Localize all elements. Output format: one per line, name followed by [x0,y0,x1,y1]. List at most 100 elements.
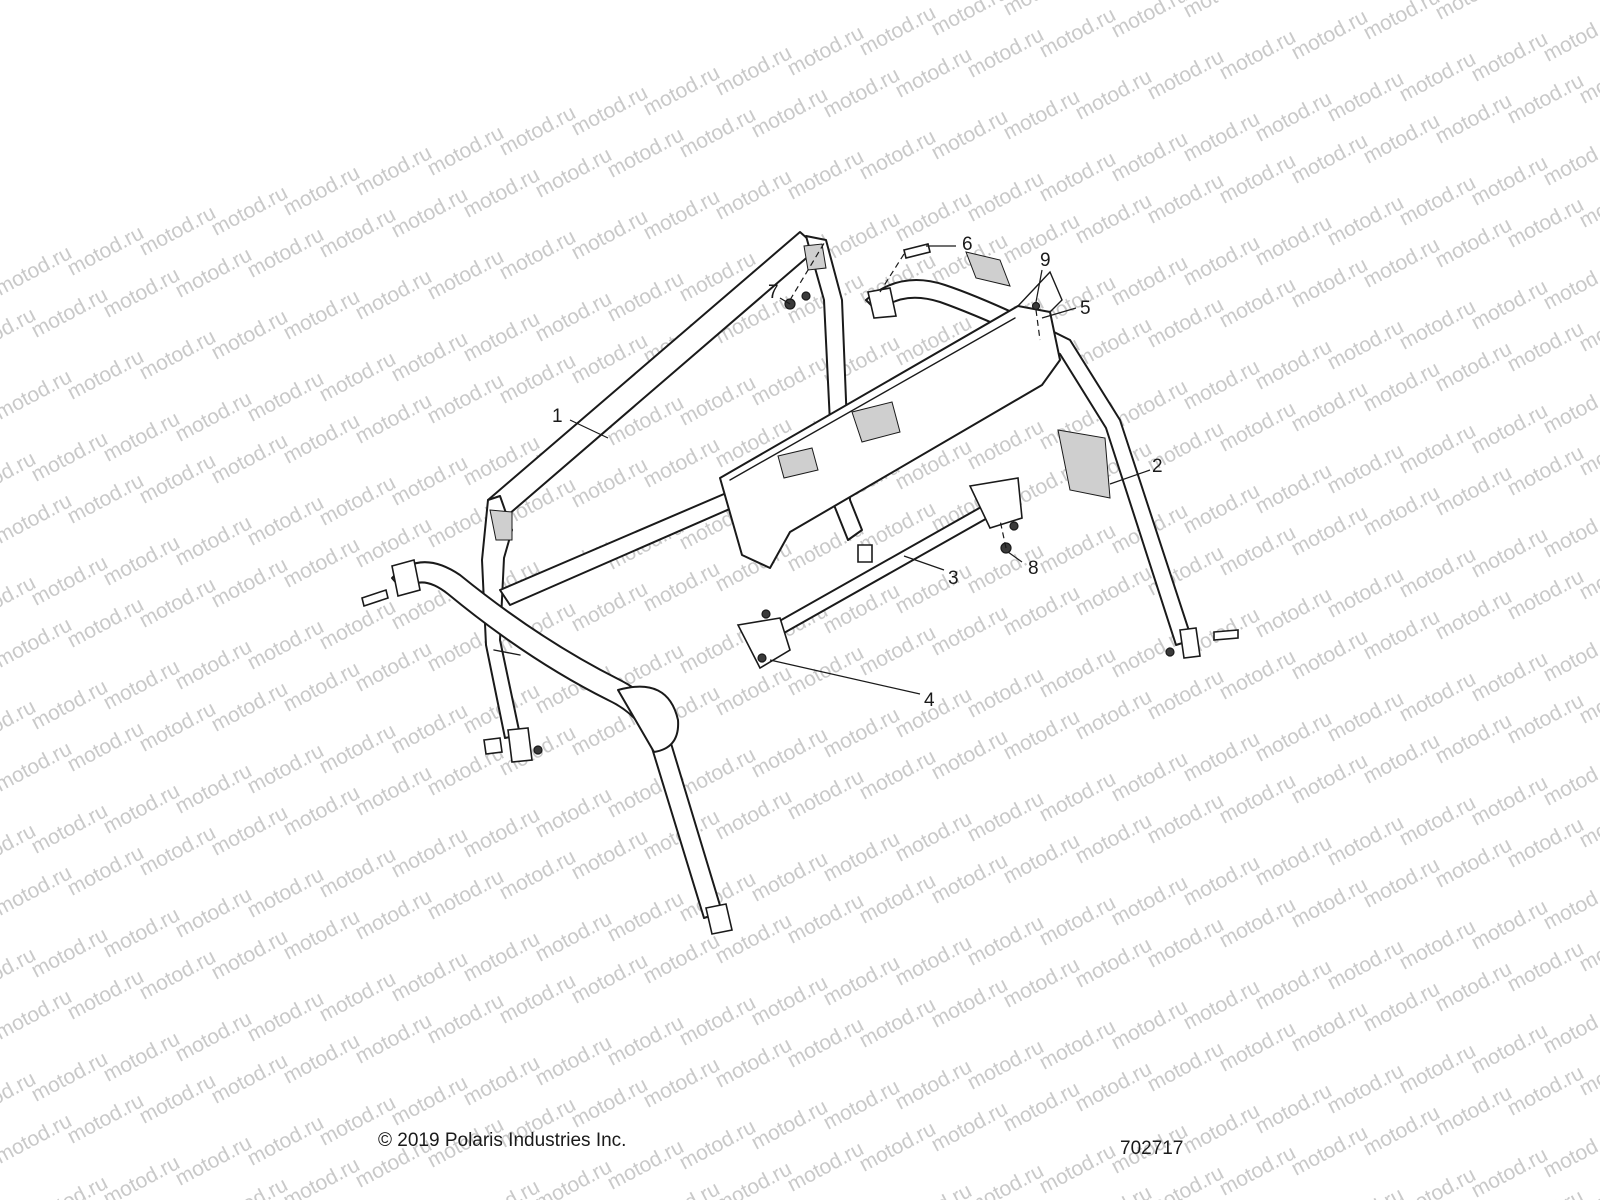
watermark-text: motod.ru [1504,813,1588,872]
watermark-text: motod.ru [280,409,364,468]
watermark-text: motod.ru [316,471,400,530]
watermark-text: motod.ru [928,105,1012,164]
watermark-text: motod.ru [1036,3,1120,62]
watermark-text: motod.ru [1468,27,1552,86]
watermark-text: motod.ru [496,225,580,284]
watermark-text: motod.ru [100,263,184,322]
watermark-text: motod.ru [1180,975,1264,1034]
watermark-text: motod.ru [1072,189,1156,248]
watermark-text: motod.ru [964,167,1048,226]
watermark-text: motod.ru [352,761,436,820]
watermark-text: motod.ru [892,559,976,618]
watermark-text: motod.ru [928,0,1012,40]
watermark-text: motod.ru [1432,957,1516,1016]
watermark-text: motod.ru [1108,871,1192,930]
watermark-text: motod.ru [748,1095,832,1154]
watermark-text: motod.ru [388,947,472,1006]
watermark-text: motod.ru [1108,995,1192,1054]
watermark-text: motod.ru [208,305,292,364]
callout-2: 2 [1152,456,1163,477]
watermark-text: motod.ru [532,143,616,202]
watermark-text: motod.ru [1540,255,1600,314]
watermark-text: motod.ru [280,1029,364,1088]
watermark-text: motod.ru [1288,997,1372,1056]
watermark-text: motod.ru [172,883,256,942]
watermark-text: motod.ru [352,265,436,324]
watermark-text: motod.ru [928,849,1012,908]
watermark-text: motod.ru [820,703,904,762]
watermark-text: motod.ru [1216,521,1300,580]
watermark-text: motod.ru [1360,233,1444,292]
watermark-text: motod.ru [424,369,508,428]
watermark-text: motod.ru [1432,1081,1516,1140]
watermark-text: motod.ru [1036,643,1120,702]
watermark-text: motod.ru [172,511,256,570]
watermark-text: motod.ru [892,43,976,102]
watermark-text: motod.ru [1180,479,1264,538]
watermark-text: motod.ru [280,657,364,716]
watermark-text: motod.ru [100,903,184,962]
watermark-text: motod.ru [280,905,364,964]
watermark-text: motod.ru [1468,895,1552,954]
watermark-text: motod.ru [1360,729,1444,788]
watermark-text: motod.ru [1036,1015,1120,1074]
watermark-text: motod.ru [244,863,328,922]
watermark-text: motod.ru [136,697,220,756]
watermark-text: motod.ru [1432,585,1516,644]
watermark-text: motod.ru [28,1047,112,1106]
watermark-text: motod.ru [100,1151,184,1200]
watermark-text: motod.ru [676,371,760,430]
watermark-text: motod.ru [1432,0,1516,24]
watermark-text: motod.ru [460,1175,544,1200]
watermark-text: motod.ru [1144,169,1228,228]
watermark-text: motod.ru [136,821,220,880]
watermark-text: motod.ru [316,719,400,778]
watermark-text: motod.ru [712,785,796,844]
watermark-text: motod.ru [0,737,76,796]
watermark-text: motod.ru [460,307,544,366]
watermark-text: motod.ru [604,123,688,182]
watermark-text: motod.ru [1396,419,1480,478]
watermark-text: motod.ru [820,1075,904,1134]
watermark-text: motod.ru [1216,769,1300,828]
watermark-text: motod.ru [28,1171,112,1200]
callout-9: 9 [1040,250,1051,271]
callout-6: 6 [962,234,973,255]
watermark-text: motod.ru [784,641,868,700]
watermark-text: motod.ru [208,553,292,612]
watermark-text: motod.ru [64,965,148,1024]
watermark-text: motod.ru [1468,523,1552,582]
watermark-text: motod.ru [1072,561,1156,620]
watermark-text: motod.ru [280,1153,364,1200]
watermark-text: motod.ru [640,557,724,616]
watermark-text: motod.ru [1468,771,1552,830]
watermark-text: motod.ru [1252,335,1336,394]
watermark-text: motod.ru [568,825,652,884]
watermark-text: motod.ru [64,1089,148,1148]
watermark-text: motod.ru [1324,67,1408,126]
watermark-text: motod.ru [496,349,580,408]
watermark-text: motod.ru [712,661,796,720]
watermark-text: motod.ru [1396,915,1480,974]
watermark-text: motod.ru [1216,1017,1300,1076]
watermark-text: motod.ru [100,1027,184,1086]
watermark-text: motod.ru [784,145,868,204]
watermark-text: motod.ru [1000,705,1084,764]
part-2-right-roll-bar [865,279,1201,659]
watermark-text: motod.ru [568,577,652,636]
watermark-text: motod.ru [1396,295,1480,354]
watermark-text: motod.ru [820,827,904,886]
watermark-text: motod.ru [28,675,112,734]
watermark-text: motod.ru [280,285,364,344]
watermark-text: motod.ru [1252,955,1336,1014]
watermark-text: motod.ru [748,847,832,906]
watermark-text: motod.ru [1252,1079,1336,1138]
watermark-text: motod.ru [1144,665,1228,724]
watermark-text: motod.ru [964,911,1048,970]
watermark-text: motod.ru [892,1055,976,1114]
watermark-text: motod.ru [640,61,724,120]
watermark-text: motod.ru [352,885,436,944]
watermark-text: motod.ru [928,601,1012,660]
watermark-text: motod.ru [28,799,112,858]
